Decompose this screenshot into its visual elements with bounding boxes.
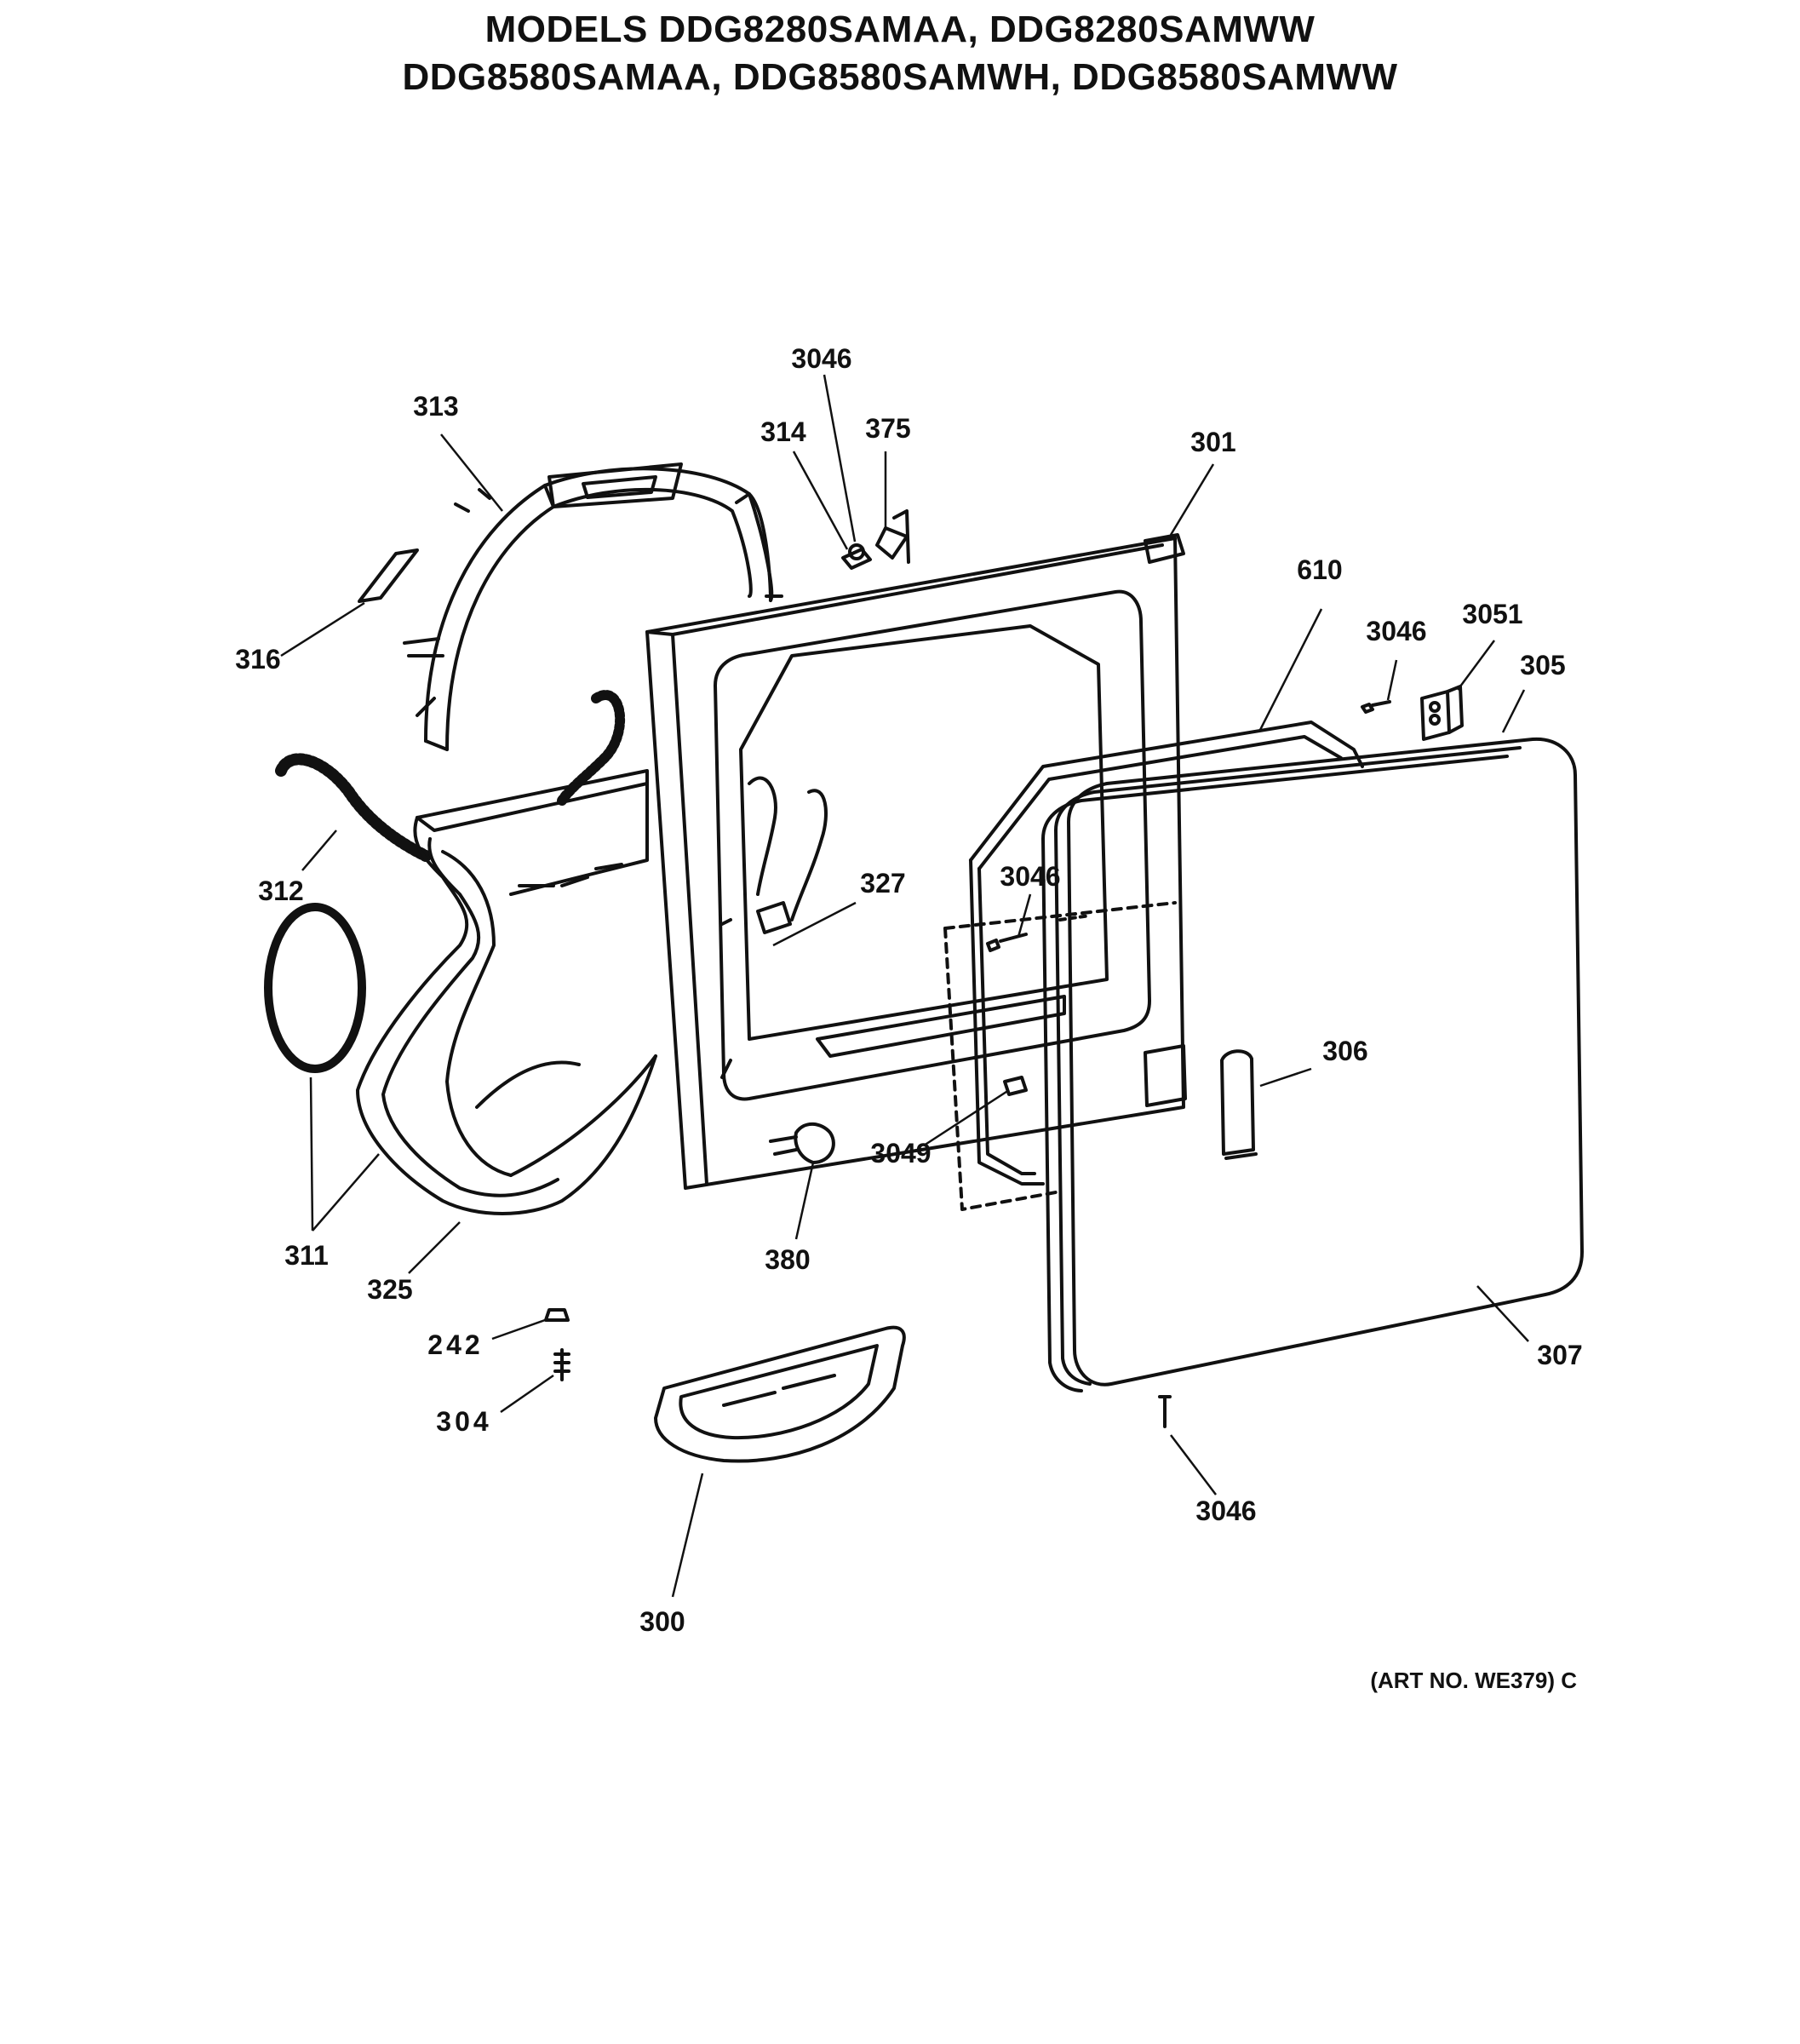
callout-3046-bottom: 3046	[1195, 1496, 1256, 1526]
callout-316: 316	[235, 644, 280, 675]
callout-313: 313	[413, 391, 458, 422]
callout-307: 307	[1537, 1340, 1582, 1370]
pad-part-316	[358, 548, 419, 603]
callout-311: 311	[284, 1240, 329, 1271]
art-number: (ART NO. WE379) C	[1370, 1668, 1577, 1693]
seal-part-312	[275, 753, 432, 862]
callout-312: 312	[258, 876, 303, 906]
control-housing-part-300	[654, 1325, 906, 1463]
callout-306: 306	[1322, 1036, 1367, 1066]
callout-300: 300	[639, 1606, 685, 1637]
callout-327: 327	[860, 868, 905, 899]
callout-3049: 3049	[870, 1138, 931, 1168]
diagram-title-line-1: MODELS DDG8280SAMAA, DDG8280SAMWW	[484, 9, 1316, 50]
callout-610: 610	[1297, 554, 1342, 585]
callout-305: 305	[1520, 650, 1565, 680]
fasteners-242-304	[544, 1308, 570, 1381]
callout-3046-top: 3046	[791, 343, 851, 374]
callout-301: 301	[1190, 427, 1235, 457]
switch-part-380	[769, 1122, 835, 1164]
door-part-305-307	[1003, 737, 1584, 1392]
duct-part-325	[356, 769, 657, 1215]
callout-242: 242	[427, 1329, 483, 1360]
callout-380: 380	[765, 1244, 810, 1275]
hardware-top-314-375	[841, 509, 910, 570]
callout-3051: 3051	[1462, 599, 1522, 629]
callout-314: 314	[760, 416, 806, 447]
door-seal-part-610	[943, 721, 1364, 1211]
callout-3046-door: 3046	[1000, 861, 1060, 892]
seal-part-311	[264, 903, 366, 1073]
diagram-title-line-2: DDG8580SAMAA, DDG8580SAMWH, DDG8580SAMWW	[402, 56, 1398, 98]
callout-3046-hinge: 3046	[1366, 616, 1426, 646]
bulkhead-part-313	[403, 462, 783, 751]
callout-325: 325	[367, 1274, 412, 1305]
callout-304: 304	[436, 1406, 491, 1437]
callout-375: 375	[865, 413, 910, 444]
front-panel-part-301	[645, 533, 1185, 1190]
bracket-part-3051	[1361, 685, 1464, 741]
